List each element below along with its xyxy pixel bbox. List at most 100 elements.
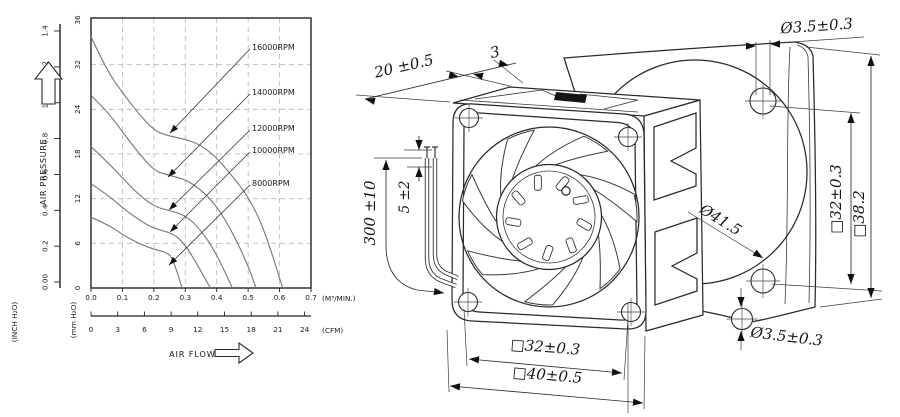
curve-10000rpm [90, 183, 211, 289]
hub-dot [561, 186, 571, 196]
hub-inner-ring [502, 170, 596, 264]
hub-slot [565, 237, 577, 254]
leader-line [168, 129, 251, 211]
arrowhead-icon [867, 56, 875, 66]
top-notch [554, 92, 587, 103]
hole-crosshair [726, 303, 758, 335]
chart-tick-label: 0 [89, 325, 94, 334]
arrowhead-icon [169, 256, 178, 265]
chart-tick-label: 0.3 [179, 293, 191, 302]
arrowhead-icon [746, 42, 756, 50]
unit-m3min: (M³/MIN.) [322, 294, 356, 303]
hole-crosshair [746, 264, 780, 298]
air-flow-right-arrow-icon [214, 341, 254, 365]
arrowhead-icon [611, 368, 622, 376]
hole-crosshair [745, 83, 781, 119]
rear-plate-holes [726, 83, 781, 335]
rpm-series-label: 10000RPM [252, 146, 295, 155]
chart-tick-label: 12 [193, 325, 202, 334]
chart-tick-label: 9 [169, 325, 174, 334]
rear-plate-edge-inner [796, 44, 811, 304]
dim-hole-pitch-h-label: □32±0.3 [510, 335, 581, 358]
curve-8000rpm [90, 216, 183, 289]
arrowhead-icon [450, 383, 461, 391]
hub-slots [505, 174, 592, 261]
rpm-series-label: 16000RPM [252, 43, 295, 52]
front-venturi-circle [458, 126, 640, 308]
chart-tick-label: 12 [73, 194, 82, 203]
chart-tick-label: 6 [73, 241, 82, 246]
dimension-lines [364, 56, 872, 404]
curve-16000rpm [90, 36, 284, 289]
arrowhead-icon [365, 97, 376, 105]
chart-tick-label: 0.4 [211, 293, 223, 302]
chart-tick-label: 1.4 [41, 25, 50, 37]
side-gusset-upper [653, 112, 697, 201]
dim-hole-top-label: Ø3.5±0.3 [779, 15, 854, 38]
chart-tick-label: 0.2 [148, 293, 160, 302]
wire-stripped-tips [424, 146, 438, 158]
dim-hole-bottom-label: Ø3.5±0.3 [749, 323, 824, 350]
arrowhead-icon [469, 356, 480, 364]
rpm-series-label: 14000RPM [252, 88, 295, 97]
arrowhead-icon [770, 40, 780, 48]
hub-slot [542, 244, 554, 261]
chart-tick-label: 0.6 [41, 168, 50, 180]
chart-tick-label: 0.1 [117, 293, 129, 302]
leader-line [168, 184, 251, 266]
lead-wires [424, 146, 459, 289]
chart-tick-label: 6 [142, 325, 147, 334]
hub-slot [517, 237, 533, 251]
hub-slot [533, 174, 542, 191]
curve-12000rpm [90, 146, 233, 289]
unit-cfm: (CFM) [322, 326, 343, 335]
dimension-arrowheads [365, 40, 875, 406]
fan-drawing: 20 ±0.5 3 Ø3.5±0.3 300 ±10 5 ±2 Ø41.5 □3… [355, 15, 883, 413]
hub-slot [576, 218, 592, 231]
arrowhead-icon [448, 71, 459, 79]
arrowhead-icon [847, 274, 855, 284]
arrowhead-icon [473, 72, 484, 80]
air-pressure-up-arrow-icon [33, 61, 64, 105]
dim-depth-label: 20 ±0.5 [372, 51, 436, 82]
hub-slot [511, 190, 526, 206]
chart-tick-label: 21 [273, 325, 282, 334]
leader-line [169, 48, 251, 134]
extension-lines [355, 36, 883, 413]
chart-tick-label: 0.6 [274, 293, 286, 302]
side-gusset-lower [654, 217, 698, 306]
plot-border [90, 17, 312, 289]
top-intake-line-2 [579, 93, 639, 110]
arrowhead-icon [170, 223, 179, 232]
arrowhead-icon [867, 288, 875, 298]
chart-tick-label: 32 [73, 60, 82, 69]
arrowhead-icon [433, 288, 444, 296]
wire-1-core [425, 158, 457, 288]
dim-flange-label: 3 [488, 42, 501, 62]
hub-slot [505, 217, 522, 227]
arrowhead-icon [847, 113, 855, 123]
chart-tick-label: 0.0 [85, 293, 97, 302]
arrowhead-icon [632, 398, 643, 406]
leader-line [169, 151, 251, 233]
dim-wire-strip-label: 5 ±2 [397, 181, 413, 214]
unit-inch-h2o: (INCH H₂O) [10, 302, 19, 343]
lead-length-dimension-line [385, 160, 445, 294]
rpm-series-label: 12000RPM [252, 124, 295, 133]
dim-frame-size-label: □40±0.5 [512, 363, 583, 387]
chart-tick-label: 0 [73, 285, 82, 290]
hole-crosshair [455, 104, 483, 132]
arrowhead-icon [752, 249, 763, 258]
air-pressure-axis-title: AIR PRESSURE [38, 139, 48, 206]
hole-crosshair [617, 298, 645, 326]
dim-plate-size-label: □38.2 [850, 190, 868, 238]
chart-tick-label: 36 [73, 15, 82, 25]
hole-crosshair [614, 123, 642, 151]
housing-side-face [643, 99, 704, 332]
hub-slot [555, 176, 570, 192]
chart-tick-label: 0.7 [305, 293, 317, 302]
arrowhead-icon [382, 160, 390, 170]
